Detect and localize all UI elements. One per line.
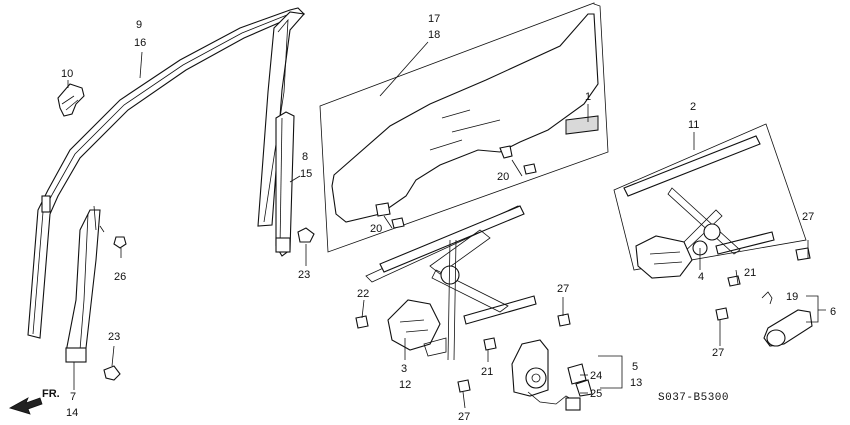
leader-lines: [67, 41, 826, 409]
front-lower-channel: [65, 205, 105, 363]
callout-5: 5: [632, 361, 638, 373]
callout-21a: 21: [481, 366, 493, 378]
callout-18: 18: [428, 29, 440, 41]
callout-26: 26: [114, 271, 126, 283]
callout-21b: 21: [744, 267, 756, 279]
callout-19: 19: [786, 291, 798, 303]
callout-24: 24: [590, 370, 602, 382]
window-handle: [761, 291, 813, 347]
callout-23a: 23: [298, 269, 310, 281]
diagram-code: S037-B5300: [658, 392, 729, 404]
front-arrow-label: FR.: [42, 388, 60, 400]
callout-27d: 27: [712, 347, 724, 359]
front-direction-arrow: FR.: [8, 388, 60, 415]
sash-clip: [57, 83, 85, 117]
callout-20b: 20: [370, 223, 382, 235]
callout-8: 8: [302, 151, 308, 163]
callout-15: 15: [300, 168, 312, 180]
callout-10: 10: [61, 68, 73, 80]
callout-numbers: 9 16 10 17 18 1 2 11 8 15 20 20 27 26 23…: [61, 13, 836, 423]
callout-22: 22: [357, 288, 369, 300]
rear-glass-run-channel: [275, 111, 295, 257]
power-window-motor: [511, 339, 593, 411]
callout-27c: 27: [557, 283, 569, 295]
callout-11: 11: [688, 119, 699, 131]
callout-9: 9: [136, 19, 142, 31]
callout-25: 25: [590, 388, 602, 400]
door-glass: [319, 2, 609, 253]
callout-17: 17: [428, 13, 440, 25]
callout-1: 1: [585, 91, 591, 103]
callout-3: 3: [401, 363, 407, 375]
callout-14: 14: [66, 407, 78, 419]
callout-2: 2: [690, 101, 696, 113]
callout-13: 13: [630, 377, 642, 389]
callout-27a: 27: [802, 211, 814, 223]
window-regulator-front: [365, 205, 537, 361]
callout-7: 7: [70, 391, 76, 403]
callout-16: 16: [134, 37, 146, 49]
window-regulator-rear: [613, 123, 807, 279]
callout-20a: 20: [497, 171, 509, 183]
door-sash-molding: [27, 7, 306, 339]
callout-27b: 27: [458, 411, 470, 423]
callout-6: 6: [830, 306, 836, 318]
callout-12: 12: [399, 379, 411, 391]
callout-23b: 23: [108, 331, 120, 343]
callout-4: 4: [698, 271, 704, 283]
